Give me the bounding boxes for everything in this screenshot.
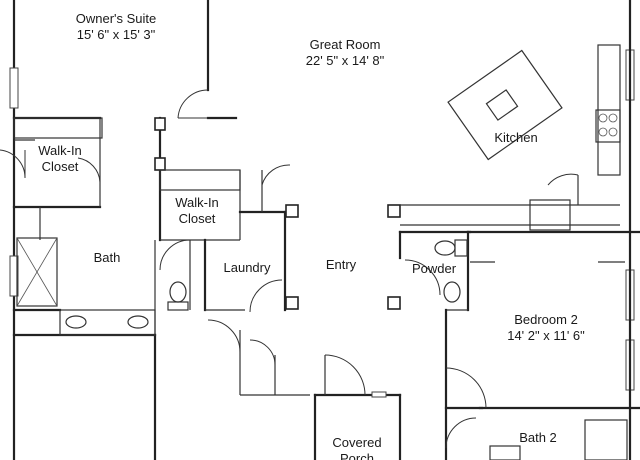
walkin-closet-2-line2: Closet bbox=[179, 211, 216, 226]
bedroom-2-dims: 14' 2" x 11' 6" bbox=[507, 328, 585, 343]
bedroom-2-label: Bedroom 2 bbox=[514, 312, 578, 327]
right-windows bbox=[625, 0, 635, 460]
laundry-label: Laundry bbox=[224, 260, 271, 275]
exterior-walls bbox=[12, 0, 238, 460]
great-room-label: Great Room bbox=[310, 37, 381, 52]
owners-suite-label: Owner's Suite bbox=[76, 11, 157, 26]
bedroom-2 bbox=[444, 230, 640, 460]
covered-porch-line1: Covered bbox=[332, 435, 381, 450]
kitchen-label: Kitchen bbox=[494, 130, 537, 145]
bath-label: Bath bbox=[94, 250, 121, 265]
great-room-dims: 22' 5" x 14' 8" bbox=[306, 53, 385, 68]
kitchen bbox=[400, 44, 621, 231]
entry-label: Entry bbox=[326, 257, 357, 272]
hall-closet bbox=[207, 319, 310, 396]
walkin-closet-left bbox=[0, 117, 103, 240]
walkin-closet-2-line1: Walk-In bbox=[175, 195, 219, 210]
laundry bbox=[203, 164, 299, 313]
powder bbox=[387, 204, 472, 312]
powder-label: Powder bbox=[412, 261, 457, 276]
covered-porch bbox=[313, 354, 402, 460]
walkin-closet-1-line2: Closet bbox=[42, 159, 79, 174]
left-windows bbox=[9, 67, 19, 297]
owners-suite-dims: 15' 6" x 15' 3" bbox=[77, 27, 156, 42]
bath-2-fixtures bbox=[489, 419, 628, 460]
bath-left bbox=[16, 237, 191, 336]
bath-2-label: Bath 2 bbox=[519, 430, 557, 445]
covered-porch-line2: Porch bbox=[340, 451, 374, 460]
walkin-closet-center bbox=[154, 89, 241, 242]
walkin-closet-1-line1: Walk-In bbox=[38, 143, 82, 158]
